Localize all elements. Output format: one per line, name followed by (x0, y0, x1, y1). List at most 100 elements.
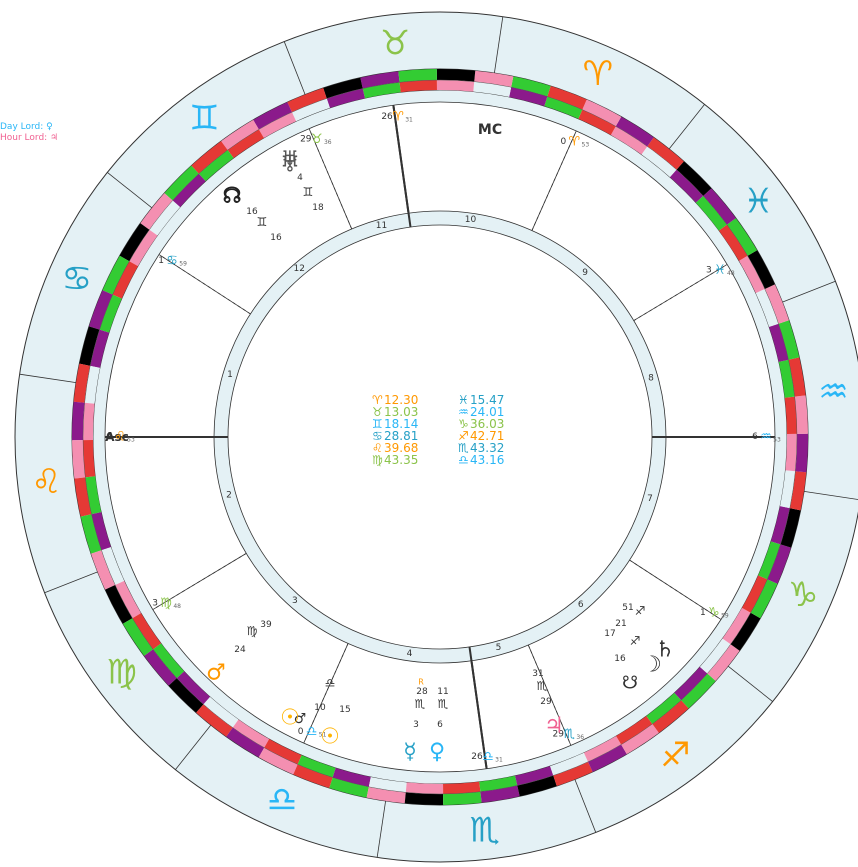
center-stat-value: 15.47 (470, 393, 504, 407)
term-segment (253, 102, 292, 130)
term-segment (80, 514, 102, 554)
planet-sign: ♎ (325, 676, 336, 690)
venus-icon: ♀ (429, 740, 445, 765)
house-number: 12 (294, 264, 305, 274)
term-segment (196, 704, 233, 737)
sign-glyph-cancer: ♋ (62, 259, 92, 299)
cusp-minute: 36 (576, 734, 584, 741)
cusp-minute: 36 (324, 139, 332, 146)
cusp-minute: 53 (582, 141, 590, 148)
term-segment (72, 440, 86, 479)
sign-boundary (803, 490, 858, 500)
term-segment (258, 747, 298, 775)
term-segment (553, 761, 593, 786)
term-segment (703, 188, 736, 225)
center-stat-value: 24.01 (470, 405, 504, 419)
decan-segment (578, 109, 616, 135)
planet-degree: 31 (532, 669, 543, 679)
center-stat-value: 18.14 (384, 417, 418, 431)
decan-segment (479, 775, 518, 792)
cusp-minute: 59 (721, 612, 729, 619)
cusp-sign: ♎ (482, 749, 494, 764)
center-stat-value: 43.32 (470, 441, 504, 455)
decan-segment (132, 613, 162, 650)
center-stat-glyph: ♎ (458, 453, 469, 467)
decan-segment (695, 195, 727, 231)
term-segment (164, 165, 199, 201)
term-segment (91, 550, 116, 590)
planet-sign: ♊ (257, 215, 268, 229)
sign-glyph-libra: ♎ (267, 780, 297, 820)
sign-glyph-pisces: ♓ (743, 181, 773, 221)
decan-segment (227, 129, 264, 159)
house-number: 8 (648, 373, 654, 383)
center-stat-glyph: ♓ (458, 393, 469, 407)
term-segment (764, 284, 789, 324)
sign-boundary (782, 280, 836, 303)
sign-boundary (376, 800, 387, 858)
cusp-degree: 1 (700, 608, 706, 618)
term-segment (74, 477, 92, 517)
term-segment (511, 76, 551, 97)
house-number: 4 (407, 649, 413, 659)
house-number: 11 (376, 221, 387, 231)
planet-degree: 16 (614, 654, 626, 664)
cusp-minute: 53 (773, 437, 781, 444)
sign-boundary (574, 779, 597, 833)
sign-boundary (283, 41, 306, 95)
decan-segment (718, 224, 748, 261)
sign-boundary (493, 16, 504, 74)
decan-segment (112, 261, 138, 299)
term-segment (517, 775, 557, 797)
center-stat-value: 39.68 (384, 441, 418, 455)
center-stat-glyph: ♉ (372, 405, 383, 419)
planet-sign: ♊ (303, 185, 314, 199)
planet-north-node: ☊16♊16 (222, 184, 282, 244)
center-stat-value: 36.03 (470, 417, 504, 431)
center-stat-value: 28.81 (384, 429, 418, 443)
decan-segment (758, 541, 781, 580)
sign-glyph-virgo: ♍ (106, 653, 136, 693)
decan-segment (784, 396, 797, 434)
term-segment (480, 785, 520, 803)
decan-segment (99, 294, 122, 333)
angle-line (468, 646, 473, 661)
decan-segment (115, 580, 142, 619)
center-stat-value: 43.16 (470, 453, 504, 467)
planet-venus: ♀11♏6 (429, 687, 449, 765)
asc-label: Asc (105, 430, 129, 444)
term-segment (788, 357, 806, 397)
center-stat-glyph: ♈ (372, 393, 383, 407)
term-segment (140, 193, 173, 230)
term-segment (582, 99, 622, 127)
decan-segment (443, 781, 481, 794)
term-segment (789, 471, 807, 511)
decan-segment (669, 169, 704, 203)
term-segment (102, 255, 130, 295)
decan-segment (90, 329, 110, 368)
decan-segment (83, 402, 95, 441)
planet-minute: 3 (413, 720, 419, 730)
term-segment (144, 649, 177, 686)
planet-sun: ☉10♎15 (314, 676, 350, 750)
center-stat-glyph: ♐ (458, 429, 469, 443)
hour-lord-label: Hour Lord: ♃ (0, 133, 59, 143)
decan-segment (583, 735, 622, 762)
decan-segment (198, 150, 234, 182)
decan-segment (742, 575, 768, 613)
cusp-sign: ♓ (714, 263, 726, 278)
planet-degree: 10 (314, 703, 326, 713)
cusp-degree: 29 (552, 729, 564, 739)
sign-glyph-sagittarius: ♐ (660, 735, 690, 775)
decan-segment (149, 200, 181, 236)
day-lord-label: Day Lord: ♀ (0, 122, 53, 132)
planet-minute: 51 (622, 603, 633, 613)
planet-sign: ♏ (415, 697, 426, 711)
cusp-minute: 31 (405, 117, 413, 124)
south-node-icon: ☋ (622, 673, 638, 694)
term-segment (191, 141, 228, 174)
house-number: 3 (292, 596, 298, 606)
term-segment (547, 86, 587, 110)
decan-segment (509, 87, 548, 107)
center-stat-glyph: ♑ (458, 417, 469, 431)
